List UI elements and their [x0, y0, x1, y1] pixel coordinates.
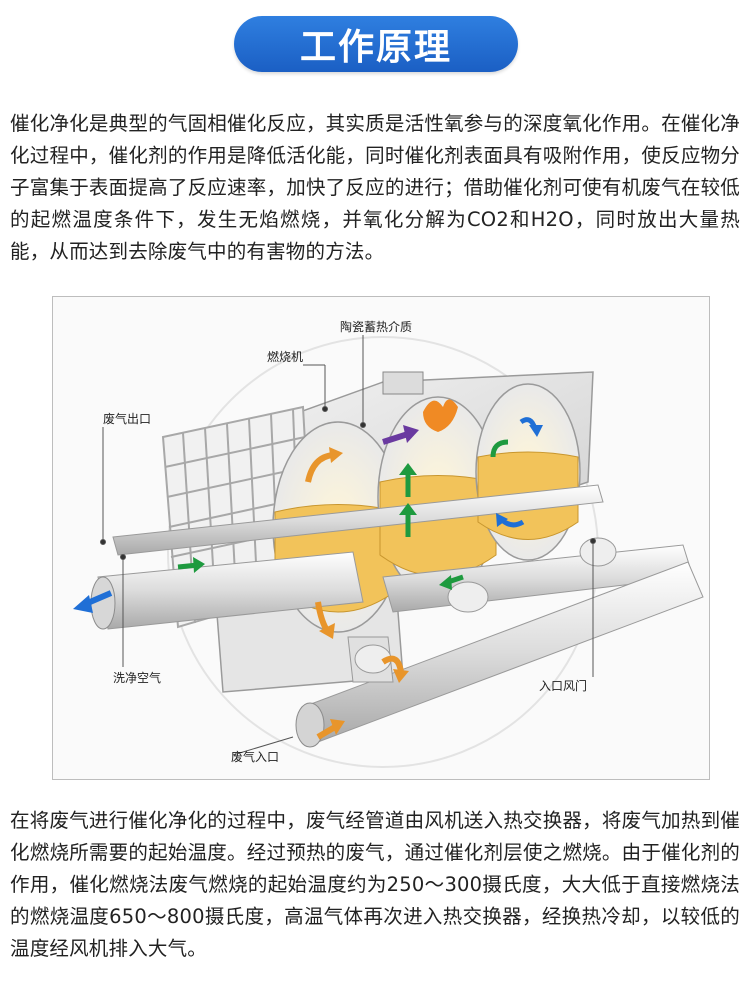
- inlet-arrow-icon: [330, 719, 345, 735]
- flow-arrows: [73, 417, 543, 740]
- outlet-duct: [112, 484, 604, 556]
- intro-paragraph: 催化净化是典型的气固相催化反应，其实质是活性氧参与的深度氧化作用。在催化净化过程…: [10, 112, 740, 263]
- rto-illustration: 陶瓷蓄热介质 燃烧机 废气出口 洗净空气 入口风门 废气入口: [73, 319, 704, 768]
- burner-unit: [382, 371, 424, 395]
- rto-diagram: 陶瓷蓄热介质 燃烧机 废气出口 洗净空气 入口风门 废气入口: [52, 296, 710, 780]
- process-paragraph: 在将废气进行催化净化的过程中，废气经管道由风机送入热交换器，将废气加热到催化燃烧…: [10, 809, 740, 960]
- label-burner: 燃烧机: [267, 349, 303, 364]
- flame-icon: [423, 399, 458, 432]
- callout-lines: [100, 335, 596, 756]
- label-exhaust-outlet: 废气出口: [103, 411, 151, 426]
- damper-2: [447, 581, 489, 613]
- section-title-badge: 工作原理: [234, 16, 518, 72]
- label-inlet-damper: 入口风门: [539, 678, 587, 693]
- heat-transfer-arrow-icon: [403, 425, 419, 443]
- damper-1: [347, 636, 394, 683]
- section-title: 工作原理: [299, 27, 452, 68]
- outlet-arrow-icon: [73, 595, 93, 613]
- label-exhaust-inlet: 废气入口: [231, 749, 279, 764]
- inlet-pipe-end: [295, 702, 325, 748]
- chamber-3: [475, 383, 581, 561]
- damper-3: [579, 537, 617, 567]
- outlet-pipe: [90, 551, 364, 630]
- label-purge-air: 洗净空气: [113, 670, 161, 685]
- label-ceramic-medium: 陶瓷蓄热介质: [340, 319, 412, 334]
